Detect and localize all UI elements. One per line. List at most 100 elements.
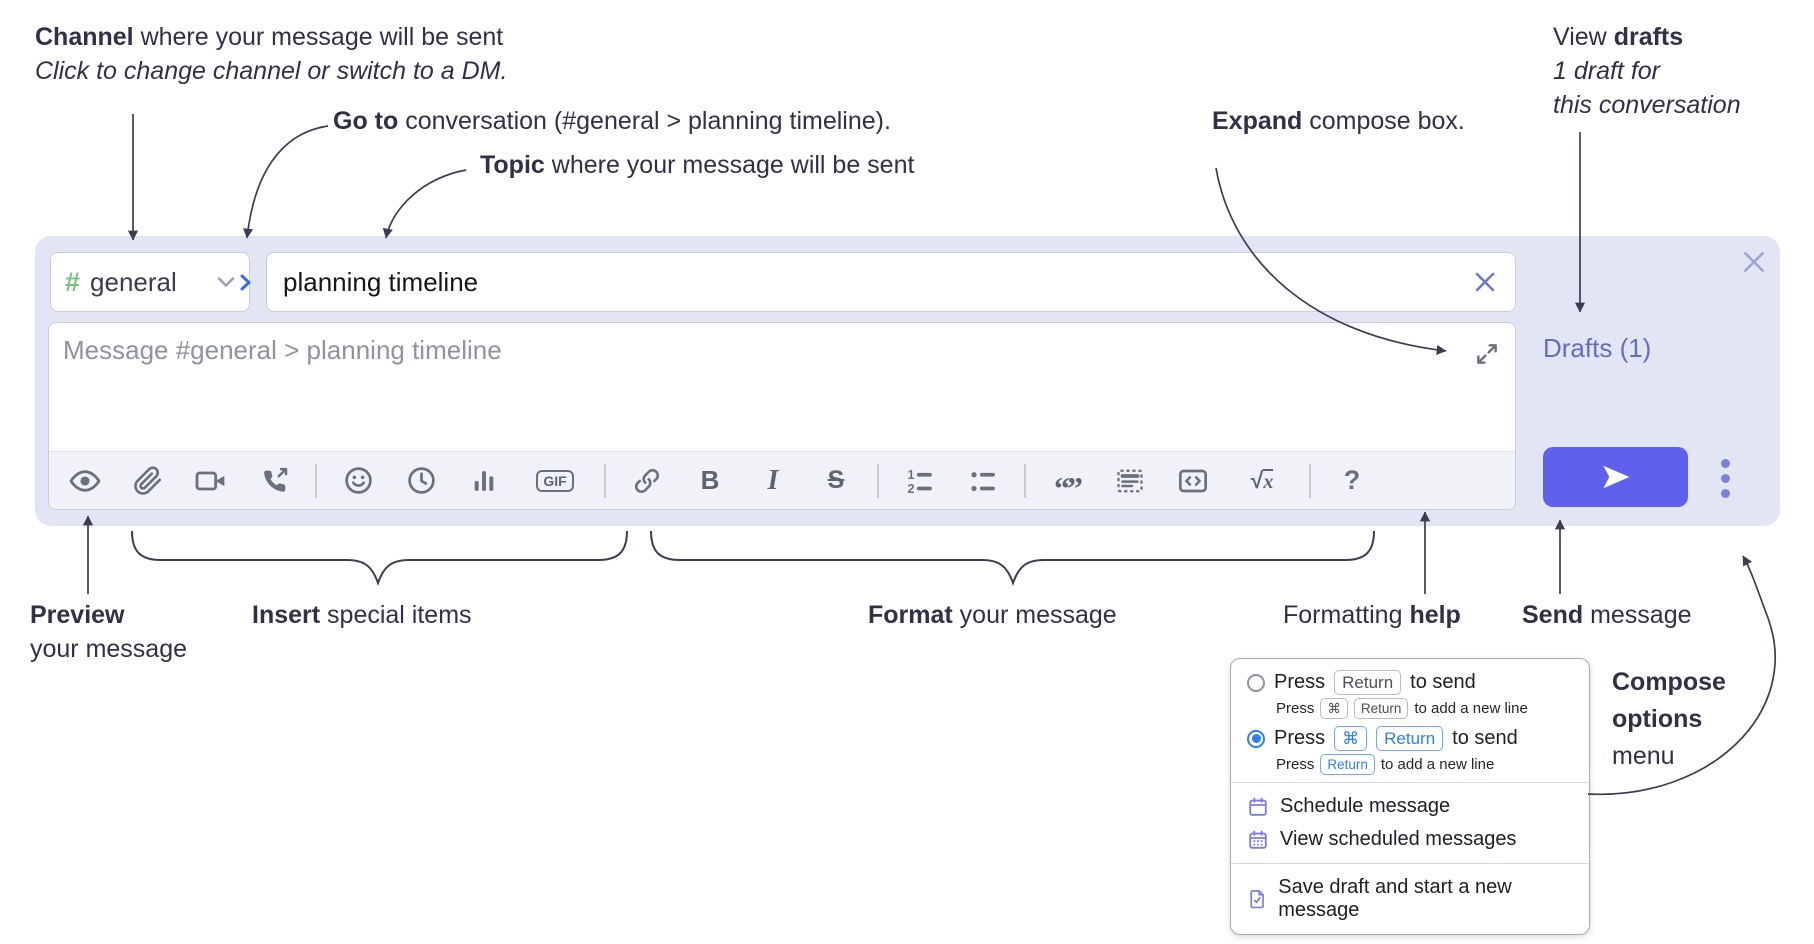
channel-name: general bbox=[90, 266, 177, 297]
help-button[interactable]: ? bbox=[1336, 465, 1368, 497]
cmd-key: ⌘ bbox=[1320, 698, 1348, 719]
message-input[interactable] bbox=[49, 323, 1473, 461]
option-text: Press bbox=[1274, 671, 1326, 693]
annotation-topic-bold: Topic bbox=[480, 151, 545, 179]
math-radical: √ bbox=[1250, 467, 1264, 493]
link-button[interactable] bbox=[631, 465, 663, 497]
quote-button[interactable]: “” bbox=[1051, 465, 1083, 506]
annotation-topic-text: where your message will be sent bbox=[544, 151, 915, 179]
strikethrough-button[interactable]: S bbox=[820, 465, 852, 497]
send-icon bbox=[1602, 465, 1629, 489]
channel-selector-button[interactable]: # general bbox=[50, 252, 250, 312]
attach-file-button[interactable] bbox=[132, 465, 164, 497]
chevron-right-icon bbox=[240, 274, 251, 291]
paperclip-icon bbox=[134, 465, 162, 495]
add-voice-call-button[interactable] bbox=[258, 465, 290, 497]
spoiler-button[interactable] bbox=[1114, 465, 1146, 497]
draft-check-icon bbox=[1250, 890, 1264, 909]
annotation-formatting-help-text: Formatting bbox=[1283, 601, 1410, 629]
toolbar-divider bbox=[315, 463, 317, 498]
drafts-link[interactable]: Drafts (1) bbox=[1543, 333, 1652, 363]
eye-icon bbox=[69, 469, 101, 492]
annotation-view-drafts-bold: drafts bbox=[1613, 23, 1684, 51]
spoiler-icon bbox=[1117, 469, 1143, 492]
bold-button[interactable]: B bbox=[694, 465, 726, 497]
menu-item-label: Schedule message bbox=[1280, 795, 1451, 817]
math-icon: √x bbox=[1251, 467, 1274, 494]
option-text: to send bbox=[1410, 671, 1476, 693]
annotation-compose-options: Compose options menu bbox=[1612, 664, 1726, 775]
code-button[interactable] bbox=[1177, 465, 1209, 497]
return-key: Return bbox=[1334, 670, 1402, 695]
enter-sends-option[interactable]: Press Return to send bbox=[1247, 670, 1573, 695]
radio-unselected-icon[interactable] bbox=[1247, 673, 1265, 692]
strikethrough-icon: S bbox=[827, 466, 845, 494]
annotation-expand-text: compose box. bbox=[1302, 107, 1465, 135]
svg-text:1: 1 bbox=[908, 468, 915, 482]
annotation-channel: Channel where your message will be sent … bbox=[35, 20, 507, 88]
topic-field-wrap bbox=[266, 252, 1516, 312]
phone-call-icon bbox=[264, 467, 288, 492]
compose-options-menu-button[interactable] bbox=[1707, 452, 1743, 504]
expand-compose-button[interactable] bbox=[1468, 336, 1506, 372]
option-subtext: to add a new line bbox=[1414, 700, 1528, 717]
cmd-key: ⌘ bbox=[1334, 726, 1368, 751]
annotation-format-text: your message bbox=[952, 601, 1117, 629]
add-video-call-button[interactable] bbox=[195, 465, 227, 497]
annotation-send: Send message bbox=[1522, 598, 1692, 632]
annotation-formatting-help: Formatting help bbox=[1283, 598, 1461, 632]
annotation-preview-line2: your message bbox=[30, 635, 188, 663]
ellipsis-dot bbox=[1720, 488, 1730, 498]
connector-go-to bbox=[242, 125, 329, 239]
annotation-insert: Insert special items bbox=[252, 598, 472, 632]
menu-item-save-draft-new-message[interactable]: Save draft and start a new message bbox=[1247, 871, 1573, 927]
return-key: Return bbox=[1353, 698, 1409, 719]
math-button[interactable]: √x bbox=[1240, 465, 1284, 497]
bulleted-list-icon bbox=[971, 471, 995, 491]
annotation-channel-bold: Channel bbox=[35, 23, 134, 51]
toolbar-divider bbox=[877, 463, 879, 498]
ellipsis-dot bbox=[1720, 473, 1730, 483]
radio-selected-icon[interactable] bbox=[1247, 729, 1265, 748]
svg-text:2: 2 bbox=[908, 481, 915, 495]
annotation-channel-text: where your message will be sent bbox=[133, 23, 504, 51]
clear-topic-button[interactable] bbox=[1468, 265, 1502, 299]
annotation-view-drafts: View drafts 1 draft for this conversatio… bbox=[1553, 20, 1741, 122]
math-x: x bbox=[1263, 469, 1274, 493]
add-global-time-button[interactable] bbox=[405, 465, 437, 497]
video-camera-icon bbox=[195, 471, 225, 490]
compose-options-popup: Press Return to send Press ⌘ Return to a… bbox=[1230, 658, 1590, 935]
emoji-button[interactable] bbox=[342, 465, 374, 497]
toolbar-divider bbox=[1024, 463, 1026, 498]
menu-divider bbox=[1231, 782, 1589, 783]
add-poll-button[interactable] bbox=[468, 465, 500, 497]
option-text: to send bbox=[1452, 727, 1518, 749]
connector-topic bbox=[382, 169, 467, 239]
option-text: Press bbox=[1274, 727, 1326, 749]
menu-item-view-scheduled-messages[interactable]: View scheduled messages bbox=[1247, 823, 1573, 856]
expand-icon bbox=[1477, 344, 1497, 364]
cmd-enter-sends-option[interactable]: Press ⌘ Return to send bbox=[1247, 726, 1573, 751]
annotation-view-drafts-line3: this conversation bbox=[1553, 91, 1741, 119]
annotation-format-bold: Format bbox=[868, 601, 953, 629]
topic-input[interactable] bbox=[266, 252, 1516, 312]
brace-insert bbox=[131, 530, 628, 587]
quote-icon: “” bbox=[1054, 469, 1083, 506]
close-compose-button[interactable] bbox=[1738, 246, 1770, 278]
preview-button[interactable] bbox=[69, 465, 101, 497]
annotation-view-drafts-line2: 1 draft for bbox=[1553, 57, 1660, 85]
italic-button[interactable]: I bbox=[757, 465, 789, 497]
chevron-down-icon bbox=[217, 277, 235, 287]
send-button[interactable] bbox=[1543, 447, 1688, 507]
menu-item-schedule-message[interactable]: Schedule message bbox=[1247, 790, 1573, 823]
calendar-icon bbox=[1249, 797, 1267, 816]
annotation-go-to-text: conversation (#general > planning timeli… bbox=[398, 107, 891, 135]
add-gif-button[interactable]: GIF bbox=[531, 465, 579, 497]
go-to-conversation-button[interactable] bbox=[227, 264, 264, 301]
bulleted-list-button[interactable] bbox=[967, 465, 999, 497]
annotation-send-text: message bbox=[1583, 601, 1692, 629]
enter-sends-subtext: Press ⌘ Return to add a new line bbox=[1276, 698, 1573, 719]
